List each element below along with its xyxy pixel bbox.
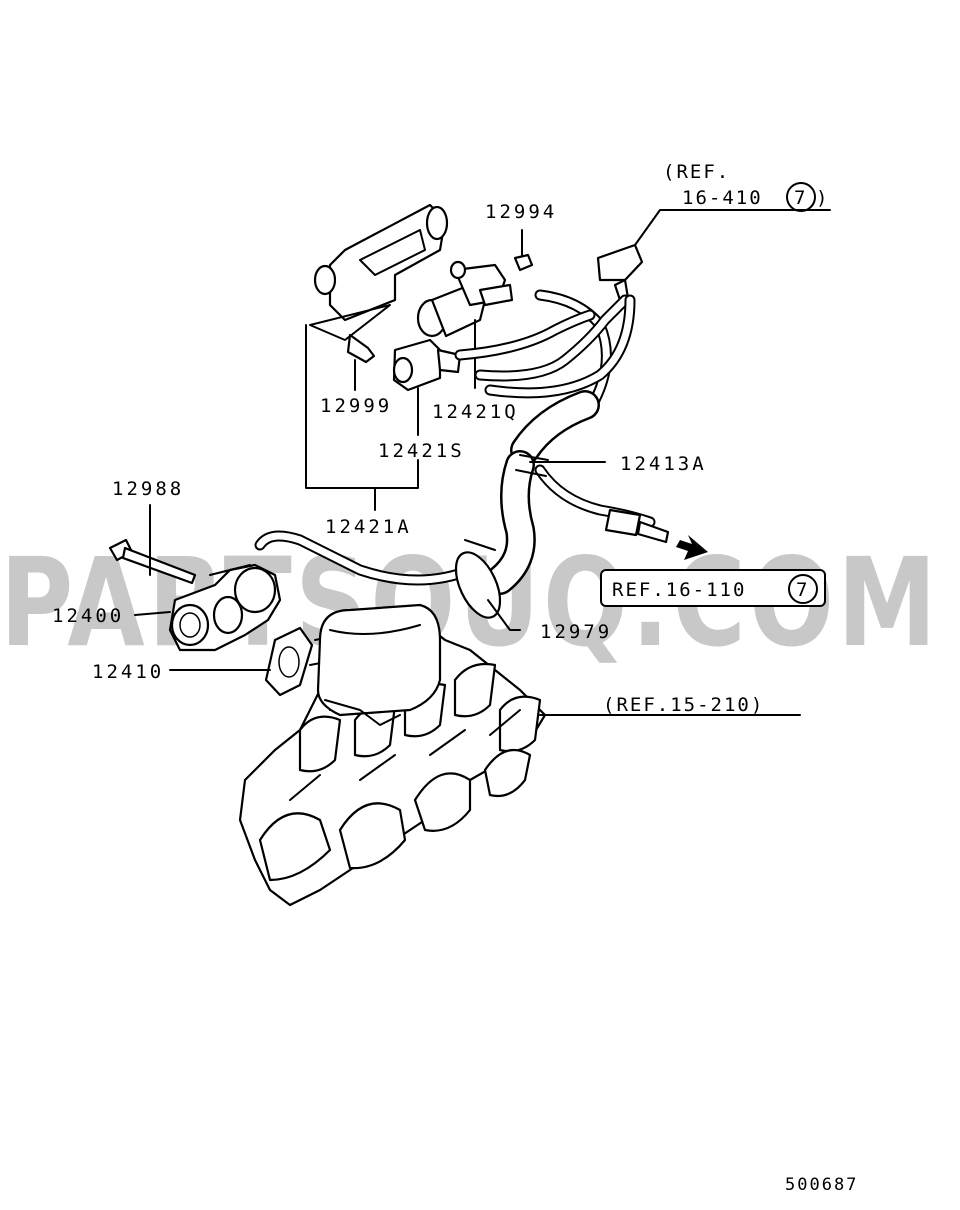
ref-15-210-text: (REF.15-210) — [603, 694, 764, 716]
ref-16-110-box — [600, 569, 826, 607]
label-12400: 12400 — [52, 605, 124, 627]
ref-16-410-line1: (REF. — [663, 161, 730, 183]
diagram-number: 500687 — [785, 1175, 858, 1195]
label-12979: 12979 — [540, 621, 612, 643]
vacuum-hoses — [254, 289, 670, 595]
label-12410: 12410 — [92, 661, 164, 683]
label-12988: 12988 — [112, 478, 184, 500]
leader-lines — [134, 324, 801, 716]
label-12421Q: 12421Q — [432, 401, 519, 423]
ref-16-410-circle-number: 7 — [794, 187, 807, 209]
bolt-12988 — [108, 538, 197, 585]
label-12413A: 12413A — [620, 453, 707, 475]
ref-16-110-text: REF.16-110 — [612, 579, 746, 601]
label-12421S: 12421S — [378, 440, 465, 462]
bolt-12999 — [346, 333, 376, 391]
gasket-12410 — [264, 626, 314, 697]
sensor-fitting — [596, 209, 831, 302]
direction-arrow — [676, 535, 708, 560]
ref-15-210-callout[interactable]: (REF.15-210) — [603, 694, 764, 716]
solenoid-valve-12421Q — [416, 260, 514, 389]
egr-valve-12400 — [168, 563, 282, 652]
ref-16-410-circle — [786, 182, 816, 212]
ref-16-410-callout[interactable]: (REF. 16-410 7 ) — [663, 161, 829, 212]
ref-16-110-circle-number: 7 — [796, 579, 809, 601]
intake-manifold — [238, 603, 547, 907]
ref-16-410-line2: 16-410 — [682, 187, 763, 209]
nut-12994 — [513, 229, 534, 272]
label-12999: 12999 — [320, 395, 392, 417]
solenoid-bracket — [309, 203, 449, 341]
solenoid-valve-12421S — [392, 338, 462, 436]
ref-16-110-circle — [788, 574, 818, 604]
label-12421A: 12421A — [325, 516, 412, 538]
label-12994: 12994 — [485, 201, 557, 223]
ref-16-110-callout[interactable]: REF.16-110 7 — [600, 569, 826, 607]
ref-16-410-close: ) — [816, 187, 829, 209]
